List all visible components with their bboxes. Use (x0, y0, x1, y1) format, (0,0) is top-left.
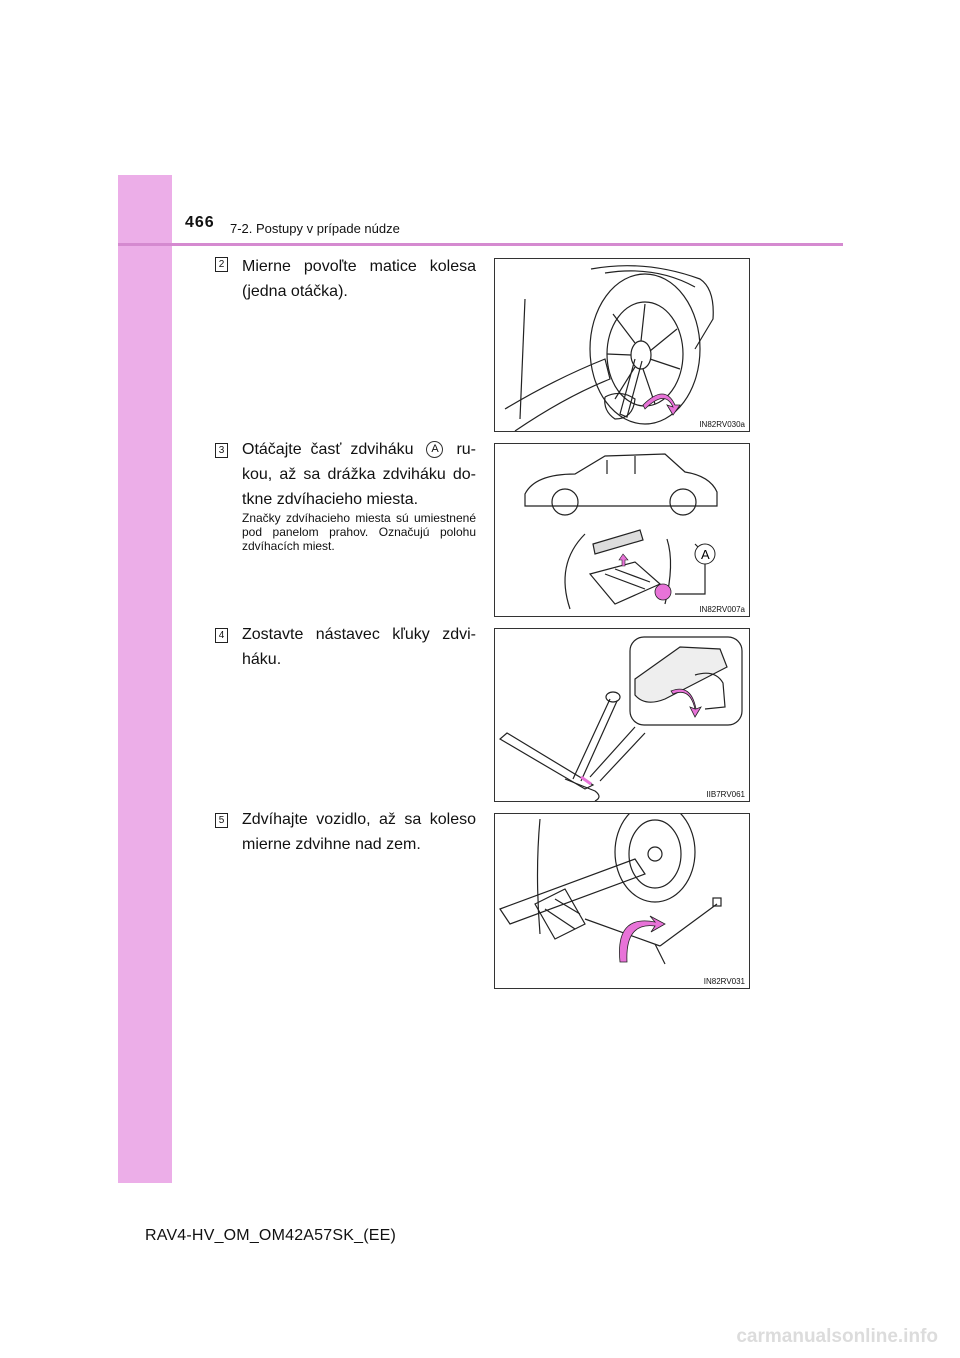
step-3-text-part-1: Otáčajte časť zdviháku (242, 441, 414, 458)
rotate-arrow-icon (642, 393, 681, 416)
step-3-note: Značky zdvíhacieho miesta sú umiestnené … (242, 511, 476, 553)
step-4-text: Zostavte nástavec kľuky zdvi-háku. (242, 626, 476, 668)
jack-handle-illustration (498, 636, 743, 801)
rotate-arrow-icon (654, 583, 672, 601)
step-3-text: Otáčajte časť zdviháku A ru-kou, až sa d… (242, 437, 476, 512)
step-number-5: 5 (215, 813, 228, 828)
rotate-arrow-icon (619, 915, 666, 963)
step-2-text: Mierne povoľte matice kolesa (jedna otáč… (242, 258, 476, 300)
step-number-3: 3 (215, 443, 228, 458)
up-arrow-icon (618, 553, 629, 567)
header-divider (118, 243, 843, 246)
step-3-text-part-2: ru-kou, až sa drážka zdviháku do-tkne zd… (242, 441, 476, 508)
callout-a-icon: A (426, 441, 444, 458)
figure-code: IN82RV030a (699, 420, 745, 429)
rotate-arrow-icon (670, 688, 702, 718)
watermark: carmanualsonline.info (736, 1326, 938, 1347)
car-jack-illustration: A (524, 453, 718, 610)
document-code: RAV4-HV_OM_OM42A57SK_(EE) (145, 1227, 397, 1244)
figure-raise-vehicle: IN82RV031 (494, 813, 750, 989)
chapter-sidebar-tab (118, 175, 172, 1183)
figure-jack-placement: A IN82RV007a (494, 443, 750, 617)
step-number-2: 2 (215, 257, 228, 272)
raise-vehicle-illustration (499, 814, 722, 965)
figure-loosen-wheel-nuts: IN82RV030a (494, 258, 750, 432)
figure-code: IIB7RV061 (706, 790, 745, 799)
wheel-wrench-illustration (504, 265, 714, 431)
page-number: 466 (185, 214, 215, 231)
figure-callout-a: A (701, 547, 710, 562)
figure-code: IN82RV031 (703, 977, 745, 986)
figure-code: IN82RV007a (699, 605, 745, 614)
step-5-text: Zdvíhajte vozidlo, až sa koleso mierne z… (242, 811, 476, 853)
figure-assemble-handle: IIB7RV061 (494, 628, 750, 802)
section-title: 7-2. Postupy v prípade núdze (230, 221, 400, 236)
step-number-4: 4 (215, 628, 228, 643)
